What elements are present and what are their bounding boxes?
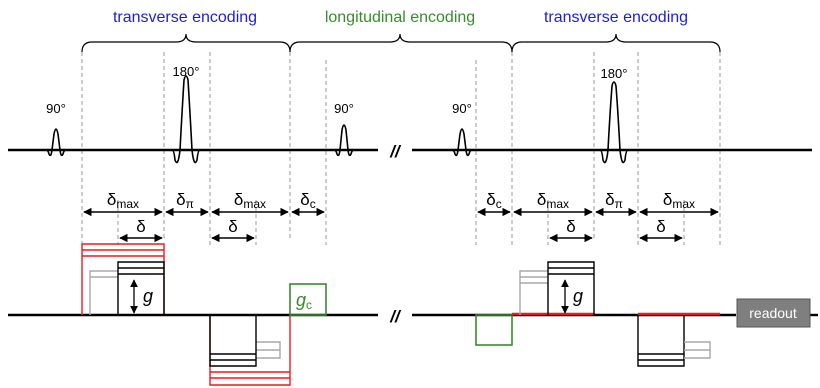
readout-box[interactable] (736, 298, 811, 328)
section-title-transverse-2: transverse encoding (544, 9, 688, 26)
delta-max-label-2: δmax (234, 190, 266, 211)
delta-pi-label-1: δπ (176, 190, 194, 211)
gc-gradient-block (289, 283, 327, 316)
gradient-block-3 (512, 261, 595, 316)
pulse-180-b (599, 81, 629, 164)
delta-label-1: δ (136, 217, 145, 236)
delta-label-3: δ (566, 217, 575, 236)
section-title-transverse-1: transverse encoding (113, 9, 257, 26)
pulse-90-a (45, 128, 67, 157)
pulse-90-a-label: 90° (46, 101, 66, 116)
delta-pi-label-2: δπ (605, 190, 623, 211)
pulse-90-b (333, 124, 355, 157)
g-label-1: g (143, 286, 153, 306)
rf-pulses (45, 75, 629, 164)
gradient-break-mark: // (389, 307, 402, 326)
rf-break-mark: // (389, 142, 402, 161)
gradient-block-2 (209, 315, 291, 386)
gradient-block-1 (81, 243, 165, 315)
delta-max-label-1: δmax (107, 190, 139, 211)
g-label-2: g (573, 286, 583, 306)
pulse-180-b-label: 180° (601, 66, 628, 81)
delta-c-label-2: δc (486, 190, 501, 211)
section-title-longitudinal: longitudinal encoding (325, 9, 475, 26)
brace-transverse-1 (81, 33, 291, 53)
delta-c-label-1: δc (300, 190, 315, 211)
delta-max-label-3: δmax (537, 190, 569, 211)
gradient-block-4 (637, 312, 720, 367)
readout-label: readout (749, 305, 797, 321)
pulse-90-c (451, 128, 473, 157)
section-braces (81, 33, 721, 53)
timing-arrows (83, 207, 719, 243)
brace-longitudinal (289, 33, 513, 53)
timing-guides (81, 52, 721, 245)
delta-label-2: δ (228, 217, 237, 236)
pulse-180-a-label: 180° (173, 64, 200, 79)
delta-label-4: δ (656, 217, 665, 236)
pulse-90-c-label: 90° (452, 101, 472, 116)
gc-negative-block (475, 314, 513, 346)
pulse-90-b-label: 90° (334, 101, 354, 116)
pulse-180-a (171, 75, 201, 164)
delta-max-label-4: δmax (663, 190, 695, 211)
brace-transverse-2 (511, 33, 721, 53)
readout-block[interactable]: readout (736, 298, 811, 328)
gc-label: gc (296, 290, 312, 312)
